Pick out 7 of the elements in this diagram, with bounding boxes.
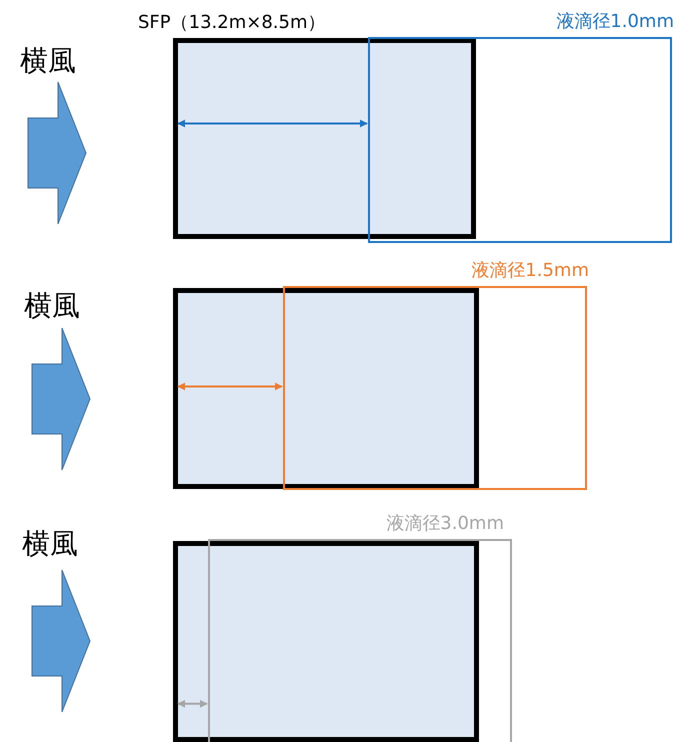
- wind-label: 横風: [24, 290, 80, 322]
- droplet-size-label: 液滴径1.0mm: [556, 11, 674, 33]
- wind-label: 横風: [20, 45, 76, 77]
- pool-heading: SFP（13.2m×8.5m）: [138, 12, 326, 34]
- droplet-size-label: 液滴径1.5mm: [471, 260, 589, 282]
- wind-label: 横風: [22, 528, 78, 560]
- droplet-size-label: 液滴径3.0mm: [386, 513, 504, 535]
